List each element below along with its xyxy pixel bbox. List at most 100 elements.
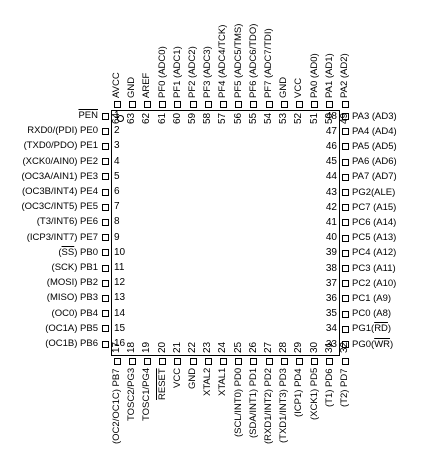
pin-pad	[295, 101, 303, 108]
pin-number: 1	[114, 110, 120, 121]
pin-pad	[342, 189, 349, 196]
pin-pad	[204, 101, 212, 108]
pin-pad	[204, 358, 212, 365]
pin-pad	[342, 280, 349, 288]
pin-number: 49	[339, 112, 350, 124]
pin-label-text: PF4 (ADC4/TCK)	[217, 24, 229, 98]
pin-label-text: (	[58, 246, 62, 258]
pin-label-text: VCC	[171, 367, 183, 388]
pin-label-text: (OC0) PB4	[51, 307, 98, 319]
pin-label-text: (SCK) PB1	[51, 262, 98, 273]
pin-pad	[102, 294, 109, 302]
pin-pad	[342, 249, 349, 257]
pin-pad	[102, 127, 109, 135]
pin-number: 48	[325, 110, 337, 122]
pin-pad	[143, 101, 151, 108]
pin-label-text: (RXD1/INT2) PD2	[263, 367, 274, 444]
pin-label-text: (T1) PD6	[323, 368, 335, 407]
pin-number: 13	[114, 292, 126, 304]
pin-number: 22	[187, 341, 198, 353]
pin-pad	[219, 101, 227, 108]
pin-label-text: PA3 (AD3)	[352, 110, 397, 122]
pin-label: (OC3C/INT5) PE5	[21, 202, 98, 212]
pin-label: PC0 (A8)	[352, 309, 391, 319]
pin-label-overbar-text: SS	[61, 246, 75, 258]
pin-number: 63	[126, 112, 138, 124]
pin-label: VCC	[293, 78, 304, 98]
pin-number: 46	[325, 140, 337, 152]
pin-pad	[265, 358, 273, 365]
pin-pad	[295, 358, 303, 365]
pin-label: PF1 (ADC1)	[171, 46, 183, 98]
pin-label-text: PA2 (AD2)	[339, 53, 350, 98]
pin-pad	[342, 158, 349, 166]
pin-number: 40	[325, 232, 337, 244]
pin-number: 59	[187, 112, 198, 124]
pin-pad	[342, 173, 349, 181]
pin-number: 35	[325, 308, 337, 320]
pin-label-text: PG0(	[352, 338, 375, 350]
pin-label: PA7 (AD7)	[352, 172, 397, 182]
pin-label-text: PA0 (AD0)	[308, 53, 320, 98]
pin-pad	[102, 279, 109, 287]
pin-number: 52	[293, 112, 305, 124]
pin-pad	[342, 310, 349, 318]
pin-label-text: PF3 (ADC3)	[202, 46, 214, 98]
pin-label-text: ) PB0	[74, 246, 98, 258]
pin-label-overbar-text: PEN	[78, 110, 98, 121]
pin-number: 19	[141, 341, 153, 353]
pin-number: 43	[325, 186, 337, 198]
pin-label-overbar-text: RESET	[156, 368, 168, 400]
pin-label: XTAL1	[217, 368, 228, 396]
pin-pad	[102, 188, 109, 196]
pin-label-overbar-text: RD	[374, 323, 388, 335]
pin-label-text: RXD0/(PDI) PE0	[27, 125, 98, 137]
pin-number: 47	[325, 125, 337, 137]
pin-label: PA5 (AD5)	[352, 141, 397, 152]
pin-label-text: (MISO) PB3	[46, 292, 98, 304]
pin-number: 39	[325, 247, 337, 259]
pin-label-overbar-text: WR	[374, 338, 391, 350]
pin-pad	[102, 203, 109, 211]
pin-label: PF7 (ADC7/TDI)	[263, 28, 274, 98]
pin-pad	[102, 249, 109, 257]
pin-label: (SCL/INT0) PD0	[233, 368, 244, 437]
pin-label: PF4 (ADC4/TCK)	[217, 24, 229, 98]
pin-number: 14	[114, 307, 126, 319]
pin-pad	[102, 173, 109, 181]
pin-pad	[159, 358, 167, 365]
pin-label-text: (OC3A/AIN1) PE3	[21, 170, 98, 182]
pin-label-text: )	[390, 338, 394, 350]
pin-number: 61	[156, 112, 168, 124]
pin-label-text: PF1 (ADC1)	[171, 46, 183, 98]
pin-number: 2	[114, 125, 120, 137]
pin-label-text: (ICP3/INT7) PE7	[26, 231, 98, 243]
pin-pad	[341, 101, 349, 108]
pin-label: (TXD0/PDO) PE1	[24, 141, 98, 151]
pin-label-text: TOSC2/PG3	[126, 367, 138, 421]
pin-label: (OC3B/INT4) PE4	[22, 187, 98, 197]
pin-number: 15	[114, 322, 126, 334]
pin-label: PC3 (A11)	[352, 263, 396, 274]
pin-number: 57	[217, 112, 229, 124]
pin-number: 26	[247, 341, 259, 353]
pin-number: 24	[217, 341, 229, 353]
pin-label-text: PC5 (A13)	[352, 232, 397, 244]
pin-label-text: (ICP1) PD4	[293, 368, 305, 417]
pin-pad	[342, 219, 349, 227]
pin-label-text: PA1 (AD1)	[323, 53, 335, 98]
pin-pad	[102, 325, 109, 333]
pin-pad	[342, 325, 349, 333]
pin-number: 30	[308, 341, 320, 353]
pin-number: 28	[278, 341, 290, 353]
pin-number: 4	[114, 155, 120, 167]
pin-label: RXD0/(PDI) PE0	[27, 126, 98, 136]
pin-number: 42	[325, 201, 337, 213]
pin-label-text: PF7 (ADC7/TDI)	[263, 28, 274, 98]
pin-label: (OC2/OC1C) PB7	[111, 368, 122, 445]
pin-label-text: (OC2/OC1C) PB7	[111, 368, 122, 445]
pin-number: 5	[114, 170, 120, 182]
pin-number: 54	[263, 112, 274, 124]
pin-label-text: (TXD0/PDO) PE1	[23, 140, 98, 152]
pin-label-text: (T3/INT6) PE6	[36, 216, 98, 228]
